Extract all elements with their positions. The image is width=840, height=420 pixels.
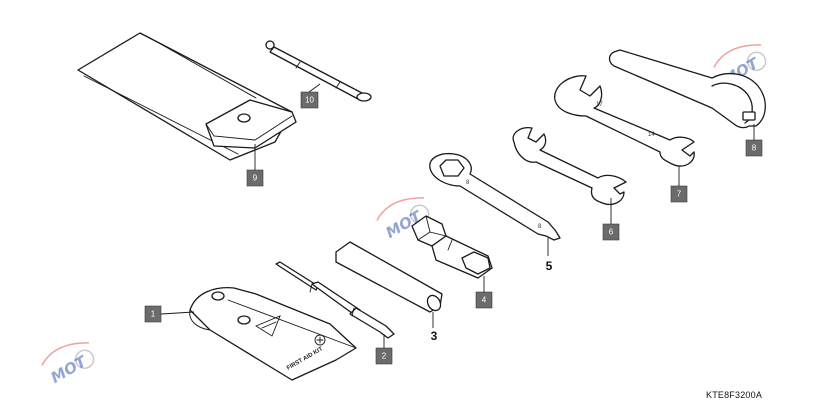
box-wrench: 8 8 [429,152,561,241]
callout-8-label: 8 [752,144,757,153]
box-wrench-mark-8-ring: 8 [466,180,470,186]
box-wrench-mark-8-open: 8 [538,224,542,230]
callout-6-label: 6 [609,228,614,237]
callout-9: 9 [246,169,264,187]
callout-1: 1 [144,305,162,323]
callout-7-label: 7 [677,190,682,199]
diagram-code: KTE8F3200A [706,390,763,400]
callout-5: 5 [546,259,553,273]
callout-10: 10 [300,91,319,109]
callout-8: 8 [745,139,763,157]
callout-9-label: 9 [253,174,258,183]
callout-4: 4 [475,291,493,309]
wrench-small [512,127,627,206]
first-aid-kit: FIRST AID KIT [189,286,357,381]
callout-5-label: 5 [546,259,553,273]
tool-bag [77,32,297,161]
watermark-bottom-left: MOT [41,342,95,387]
callout-6: 6 [602,223,620,241]
socket-wrench [411,215,493,279]
wrench-17-14-mark-14: 14 [648,132,655,138]
callout-1-label: 1 [151,310,156,319]
callout-2: 2 [375,347,393,365]
callout-10-label: 10 [305,96,314,105]
svg-text:MOT: MOT [48,352,91,387]
pin-spanner [608,49,766,129]
wrench-17-14: 17 14 [554,75,695,167]
callout-3-label: 3 [431,329,438,343]
callout-2-label: 2 [382,352,387,361]
callout-4-label: 4 [482,296,487,305]
screwdriver [275,261,395,339]
leader-lines [160,83,755,348]
callout-7: 7 [670,185,688,203]
wrench-17-14-mark-17: 17 [596,102,603,108]
handle-bar [335,241,443,313]
callout-3: 3 [431,329,438,343]
cable-rod [265,40,372,102]
